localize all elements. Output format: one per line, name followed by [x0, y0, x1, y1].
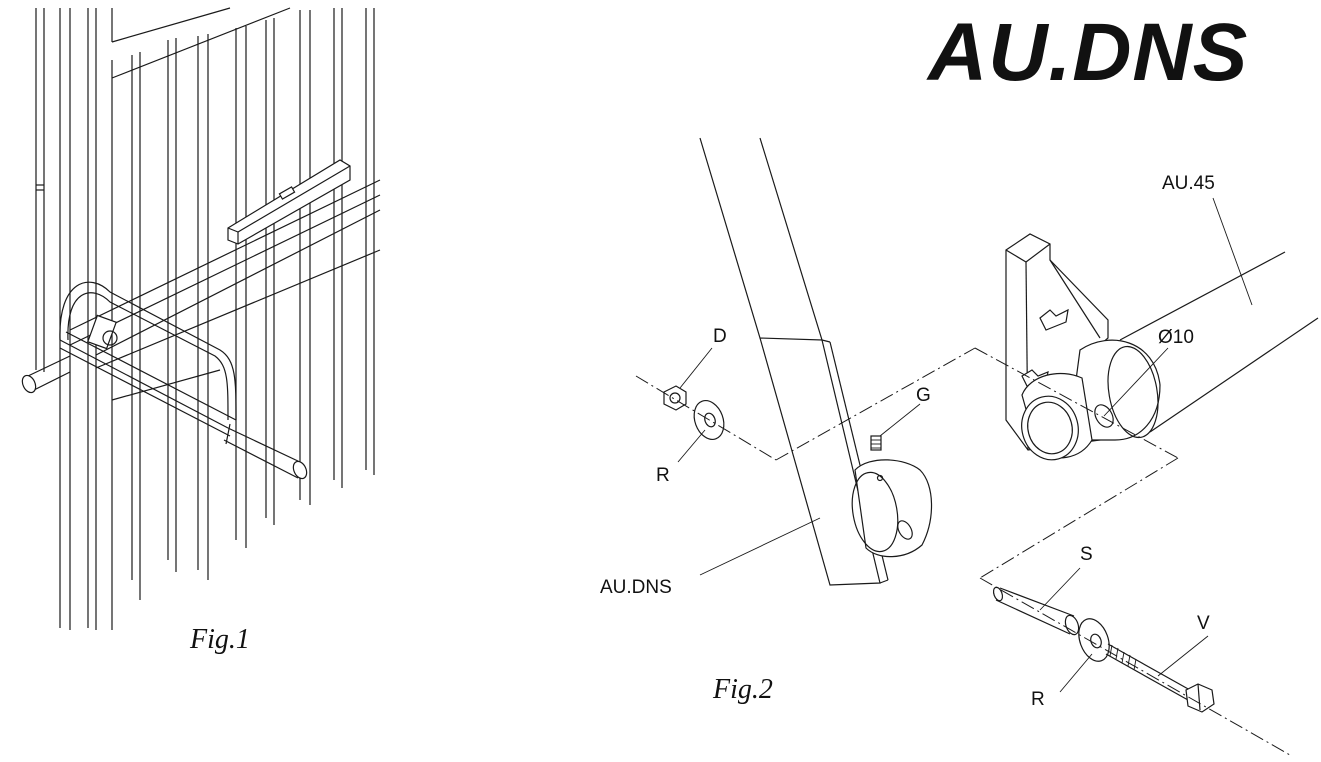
fig2-drawing: [635, 137, 1319, 756]
arm-collar: [851, 459, 933, 558]
brand-title: AU.DNS: [928, 7, 1249, 98]
callout-v: V: [1197, 613, 1210, 634]
arm-au-dns: [699, 137, 889, 586]
washer-r-bottom: [1078, 618, 1110, 662]
callout-r-bottom: R: [1031, 689, 1045, 710]
fig2-caption: Fig.2: [713, 674, 773, 705]
callout-g: G: [916, 385, 931, 406]
callout-r-top: R: [656, 465, 670, 486]
grub-screw-g: [870, 435, 882, 451]
tube-au45: [1021, 251, 1319, 461]
callout-au-dns: AU.DNS: [600, 577, 672, 598]
fig1-drawing: [21, 7, 381, 630]
fig1-arm: [21, 281, 308, 480]
callout-d: D: [713, 326, 727, 347]
spirit-level: [227, 159, 351, 245]
leader-lines: [677, 197, 1253, 693]
fig1-caption: Fig.1: [190, 624, 250, 655]
callout-dia10: Ø10: [1158, 327, 1194, 348]
spacer-s: [992, 586, 1080, 636]
bolt-v: [1105, 643, 1215, 713]
fence-boards: [35, 7, 375, 630]
nut-d: [663, 385, 687, 411]
callout-au45: AU.45: [1162, 173, 1215, 194]
assembly-axes: [635, 347, 1291, 756]
fence-rail: [36, 179, 381, 369]
callout-s: S: [1080, 544, 1093, 565]
